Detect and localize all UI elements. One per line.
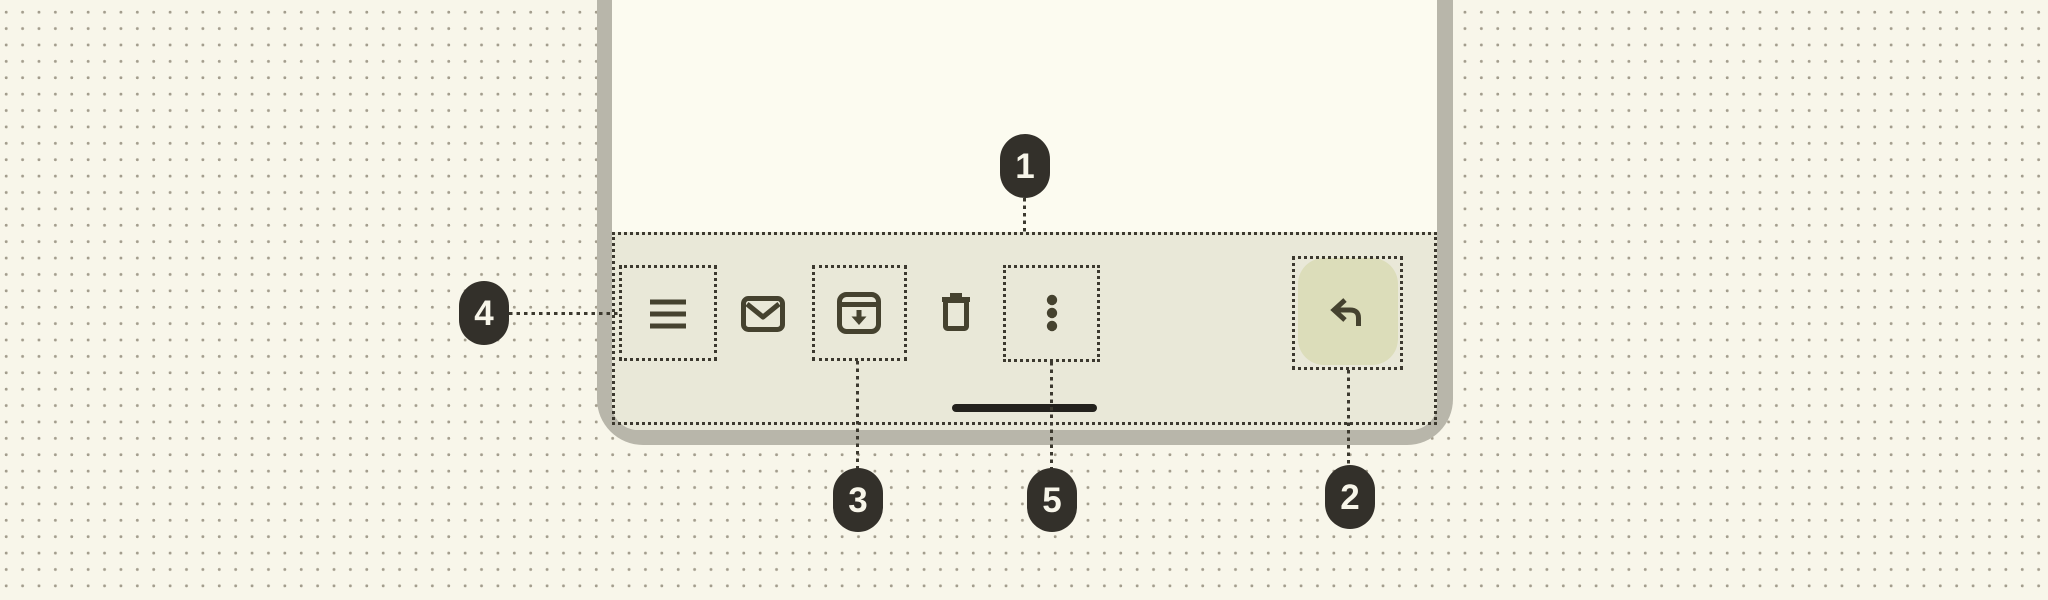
trash-icon [942, 293, 970, 331]
callout-badge-1: 1 [1000, 134, 1050, 198]
connector-badge-3 [856, 361, 859, 469]
callout-badge-2: 2 [1325, 465, 1375, 529]
archive-button-outline [812, 265, 907, 361]
connector-badge-1 [1023, 198, 1026, 232]
bottom-app-bar-outline [612, 232, 1437, 425]
reply-button-outline [1292, 256, 1403, 370]
callout-badge-2-label: 2 [1340, 477, 1360, 517]
callout-badge-4: 4 [459, 281, 509, 345]
reply-icon [1330, 298, 1361, 326]
more-vert-icon [1046, 294, 1058, 332]
archive-button[interactable] [827, 281, 891, 345]
menu-icon [650, 299, 686, 329]
callout-badge-3: 3 [833, 468, 883, 532]
mail-button[interactable] [731, 282, 795, 346]
connector-badge-5 [1050, 362, 1053, 469]
trash-button[interactable] [924, 280, 988, 344]
more-options-button-outline [1003, 265, 1100, 362]
more-options-button[interactable] [1020, 281, 1084, 345]
callout-badge-5-label: 5 [1042, 480, 1062, 520]
menu-button[interactable] [636, 282, 700, 346]
archive-icon [837, 292, 881, 334]
menu-button-outline [619, 265, 717, 361]
home-indicator-handle[interactable] [952, 404, 1097, 412]
mail-icon [741, 296, 785, 332]
callout-badge-1-label: 1 [1015, 146, 1035, 186]
connector-badge-2 [1347, 370, 1350, 465]
connector-badge-4 [509, 312, 619, 315]
callout-badge-5: 5 [1027, 468, 1077, 532]
callout-badge-4-label: 4 [474, 293, 494, 333]
reply-button[interactable] [1316, 281, 1380, 345]
callout-badge-3-label: 3 [848, 480, 868, 520]
